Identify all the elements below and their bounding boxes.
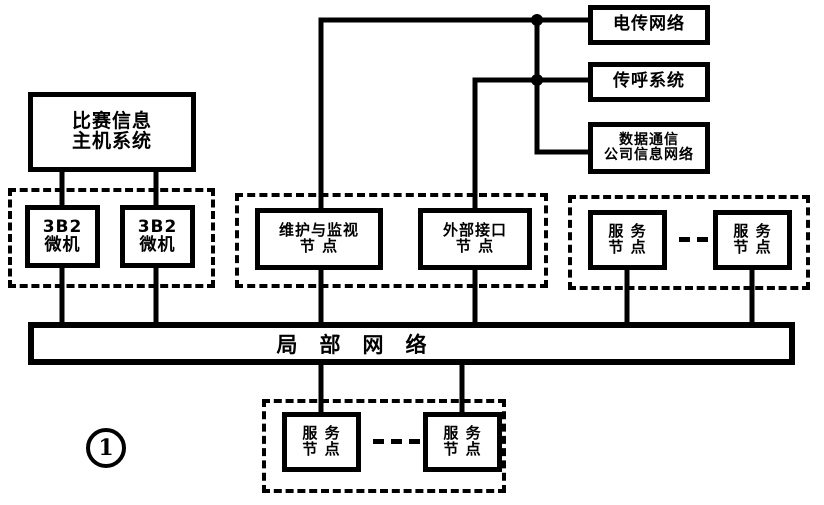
bottom-service-ellipsis — [373, 439, 420, 444]
svcb1-label-line2: 节 点 — [302, 440, 341, 458]
wks1-label-line1: 3B2 — [42, 216, 83, 237]
svcb2-label-line2: 节 点 — [443, 440, 482, 458]
bottom-service-group-frame — [262, 399, 506, 493]
external-system-datacom[interactable]: 数据通信 公司信息网络 — [588, 122, 710, 174]
host-label-line1: 比赛信息 — [71, 110, 152, 133]
junction-dot-paging — [531, 74, 543, 86]
svcb2-label-line1: 服 务 — [443, 424, 482, 443]
workstation-3b2-1[interactable]: 3B2 微机 — [25, 205, 100, 268]
wire-junction-dots — [531, 14, 543, 86]
bus-label: 局部网络 — [276, 332, 449, 357]
maint-node-label-line2: 节 点 — [299, 237, 339, 255]
datacom-label-line1: 数据通信 — [619, 132, 679, 149]
extif-node-label-line2: 节 点 — [455, 237, 495, 255]
svcr1-label-line2: 节 点 — [608, 238, 647, 256]
figure-number-badge: 1 — [86, 428, 126, 468]
extif-node-label-line1: 外部接口 — [442, 221, 507, 240]
service-node-right-2[interactable]: 服 务 节 点 — [713, 210, 792, 270]
datacom-label-line2: 公司信息网络 — [604, 147, 694, 163]
external-system-paging[interactable]: 传呼系统 — [588, 62, 710, 102]
local-area-network-bus[interactable]: 局部网络 — [28, 322, 795, 365]
svcr2-label-line1: 服 务 — [733, 222, 772, 241]
junction-dot-telex — [531, 14, 543, 26]
right-service-group-frame — [568, 195, 810, 290]
workstation-group-frame — [8, 188, 215, 288]
svcr2-label-line2: 节 点 — [733, 238, 772, 256]
maintenance-monitor-node[interactable]: 维护与监视 节 点 — [255, 208, 383, 270]
service-node-bottom-2[interactable]: 服 务 节 点 — [423, 412, 502, 472]
wks2-label-line1: 3B2 — [137, 216, 178, 237]
external-system-telex[interactable]: 电传网络 — [588, 5, 710, 45]
workstation-3b2-2[interactable]: 3B2 微机 — [120, 205, 195, 268]
host-label-line2: 主机系统 — [71, 130, 152, 152]
service-node-bottom-1[interactable]: 服 务 节 点 — [282, 412, 361, 472]
host-system-box[interactable]: 比赛信息 主机系统 — [28, 92, 196, 172]
svcb1-label-line1: 服 务 — [302, 424, 341, 443]
figure-number-text: 1 — [98, 435, 114, 461]
maint-node-label-line1: 维护与监视 — [278, 221, 359, 240]
paging-label: 传呼系统 — [613, 71, 685, 92]
telex-label: 电传网络 — [613, 14, 685, 35]
wks2-label-line2: 微机 — [139, 234, 176, 255]
external-interface-node[interactable]: 外部接口 节 点 — [418, 208, 532, 270]
svcr1-label-line1: 服 务 — [608, 222, 647, 241]
middle-node-group-frame — [235, 193, 548, 288]
service-node-right-1[interactable]: 服 务 节 点 — [588, 210, 667, 270]
wks1-label-line2: 微机 — [44, 234, 81, 255]
